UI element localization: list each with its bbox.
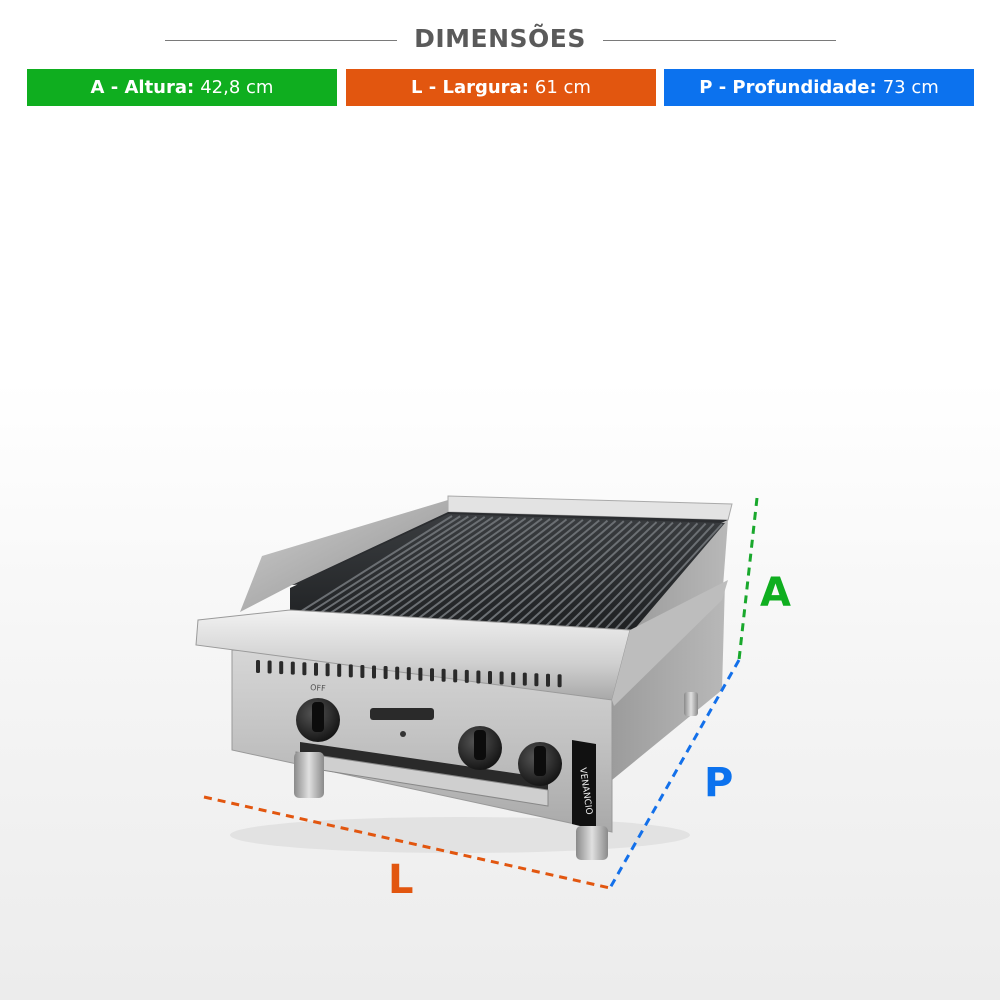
vent-slot (290, 661, 295, 675)
depth-dimension-line (608, 659, 741, 889)
grate-bar (516, 520, 633, 625)
left-side-wall (240, 500, 448, 612)
height-badge: A - Altura: 42,8 cm (27, 69, 337, 106)
dimension-badges: A - Altura: 42,8 cm L - Largura: 61 cm P… (0, 69, 1000, 106)
header-divider-right (603, 40, 836, 41)
vent-slot (314, 662, 318, 676)
grate-bar (604, 522, 707, 630)
header-divider-left (165, 40, 397, 41)
grate-bar (378, 517, 519, 618)
grate-bar (299, 515, 453, 613)
vent-slot (441, 668, 446, 682)
depth-letter: P (704, 760, 733, 806)
floor-shadow (230, 817, 690, 853)
width-label: L - Largura: (411, 77, 529, 98)
grate-bar (624, 523, 723, 631)
vent-slot (511, 672, 516, 686)
grate-bars (299, 515, 723, 638)
grate-bar (456, 519, 584, 622)
vent-slot (488, 671, 492, 684)
vent-slot (348, 664, 353, 678)
knob-right (518, 742, 562, 786)
grate-bar (466, 519, 592, 623)
lip-right-end (612, 580, 728, 706)
depth-label: P - Profundidade: (699, 77, 877, 98)
vent-slot (360, 664, 365, 678)
vent-slot (476, 670, 481, 684)
grate-bar (309, 515, 461, 614)
grate-bar (397, 517, 535, 619)
vent-slots (256, 660, 562, 688)
vent-slot (395, 666, 400, 680)
width-badge: L - Largura: 61 cm (346, 69, 656, 106)
height-label: A - Altura: (90, 77, 195, 98)
knob-middle (458, 726, 502, 770)
depth-value: 73 cm (882, 77, 939, 98)
right-side-wall (630, 520, 728, 640)
center-slot (370, 708, 434, 720)
vent-slot (418, 667, 423, 681)
vent-slot (267, 660, 272, 674)
vent-slot (337, 663, 342, 677)
width-value: 61 cm (534, 77, 591, 98)
grate-bar (594, 522, 699, 630)
grate-bar (476, 519, 600, 623)
vent-slot (534, 673, 539, 687)
vent-slot (325, 663, 330, 677)
height-value: 42,8 cm (200, 77, 274, 98)
width-letter: L (388, 857, 414, 903)
vent-slot (372, 665, 376, 679)
grate-bar (338, 516, 486, 616)
depth-badge: P - Profundidade: 73 cm (664, 69, 974, 106)
vent-slot (546, 673, 550, 687)
height-dimension-line (737, 497, 759, 661)
vent-slot (406, 667, 411, 681)
vent-slot (464, 669, 469, 683)
grate-bar (486, 519, 609, 624)
grate-bar (525, 520, 641, 626)
grate-bar (565, 521, 674, 628)
grate-bar (496, 520, 617, 624)
grate-bar (437, 518, 568, 621)
vent-slot (499, 671, 504, 685)
leg-back-right (684, 692, 698, 716)
body-right-side (612, 582, 725, 780)
vent-slot (522, 672, 527, 686)
grate-bar (417, 518, 551, 620)
grate-bar (348, 516, 494, 616)
grate-bar (368, 516, 510, 617)
grate-bar (535, 521, 650, 626)
knob-off-marking: OFF (310, 683, 326, 693)
grate-bar (614, 523, 715, 631)
igniter-hole (400, 731, 406, 737)
grate-bar (584, 522, 690, 629)
grate-bar (447, 518, 576, 621)
grate-bar (427, 518, 559, 620)
grate-bar (388, 517, 527, 618)
leg-front-left (294, 752, 324, 798)
vent-slot (453, 669, 458, 683)
grate-bar (575, 522, 682, 628)
brand-plate: VENANCIO (572, 740, 596, 830)
height-letter: A (760, 570, 791, 616)
page-title: DIMENSÕES (414, 24, 586, 53)
header: DIMENSÕES (0, 22, 1000, 62)
grate-bar (407, 517, 543, 619)
grate-bar (328, 515, 478, 615)
vent-slot (256, 660, 260, 673)
grate-bar (545, 521, 658, 627)
grate-bar (358, 516, 502, 617)
vent-slot (383, 666, 388, 680)
knob-left (296, 698, 340, 742)
vent-slot (557, 674, 562, 688)
vent-slot (279, 661, 284, 675)
vent-slot (430, 668, 434, 682)
grate-bar (555, 521, 666, 627)
vent-slot (302, 662, 307, 676)
grate-bar (506, 520, 625, 625)
leg-front-right (576, 826, 608, 860)
grate-bar (319, 515, 469, 614)
